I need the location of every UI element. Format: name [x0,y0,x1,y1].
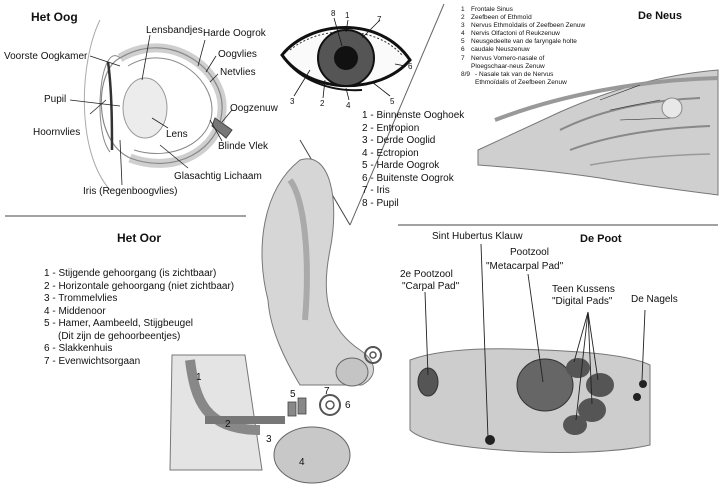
label-carpal-pad: "Carpal Pad" [402,281,460,292]
nose-legend-item: 2 Zeefbeen of Ethmoïd [461,14,585,22]
nose-legend-text: Ploegschaar-neus Zenuw [471,62,545,70]
nose-legend-num [461,63,471,71]
label-iris: Iris (Regenboogvlies) [83,186,178,197]
nose-title: De Neus [638,10,683,22]
label-pootzool: Pootzool [510,247,549,258]
nose-legend-text: - Nasale tak van de Nervus [475,70,554,78]
label-metacarpal-pad: "Metacarpal Pad" [486,261,564,272]
eye-legend-item: 3 - Derde Ooglid [362,135,436,146]
nose-legend-text: Frontale Sinus [471,6,513,13]
ear-legend-item: 1 - Stijgende gehoorgang (is zichtbaar) [44,268,217,279]
nose-legend-num: 3 [461,22,465,30]
eye-legend-item: 1 - Binnenste Ooghoek [362,110,465,121]
nose-legend-item: 5 Neusgedeelte van de faryngale holte [461,38,585,46]
label-hoornvlies: Hoornvlies [33,127,81,138]
ear-marker-3: 3 [266,434,272,445]
label-de-nagels: De Nagels [631,294,678,305]
ear-marker-1: 1 [196,372,202,383]
eye-marker-7: 7 [377,15,382,24]
nose-legend-item: 1 Frontale Sinus [461,6,585,14]
ear-title: Het Oor [117,231,162,245]
label-lensbandjes: Lensbandjes [146,25,203,36]
ear-legend-item: 7 - Evenwichtsorgaan [44,355,141,367]
nose-drawing [477,69,719,196]
divider-nose-left [349,3,445,226]
nose-legend-num [461,79,475,87]
ear-marker-7: 7 [324,386,330,397]
nose-legend-item: 4 Nervis Olfactoni of Reukzenuw [461,30,585,38]
eye-marker-4: 4 [346,101,351,110]
eye-pointer-lines [69,34,233,186]
nose-legend-item: 8/9 - Nasale tak van de Nervus [461,71,585,79]
nose-legend-item: Ethmoïdalis of Zeefbeen Zenuw [461,79,585,87]
label-pupil: Pupil [44,94,67,105]
eye-marker-2: 2 [320,99,325,108]
nose-legend-text: Neusgedeelte van de faryngale holte [471,38,577,46]
label-oogvlies: Oogvlies [218,49,257,60]
nose-legend-num: 5 [461,38,465,46]
eye-legend-item: 2 - Entropion [362,122,420,134]
eye-title: Het Oog [31,10,78,24]
nose-legend-text: Zeefbeen of Ethmoïd [471,14,532,22]
label-lens: Lens [166,129,188,140]
eye-legend-item: 8 - Pupil [362,197,399,209]
nose-legend-num: 8/9 [461,70,471,78]
ear-marker-2: 2 [225,419,231,430]
nose-legend-text: Nervus Vomero-nasale of [471,54,545,62]
nose-legend-num: 6 [461,46,465,54]
eye-legend: 1 - Binnenste Ooghoek 2 - Entropion 3 - … [362,110,464,210]
eye-marker-6: 6 [408,62,413,71]
eye-legend-item: 7 - Iris [362,185,390,196]
nose-legend-num: 7 [461,54,465,62]
eye-marker-3: 3 [290,97,295,106]
nose-legend-text: Ethmoïdalis of Zeefbeen Zenuw [475,78,567,86]
nose-legend-item: 6 caudale Neuszenuw [461,46,585,54]
ear-marker-5: 5 [290,389,296,400]
label-teen-kussens: Teen Kussens [552,284,615,295]
nose-legend-num: 1 [461,6,465,13]
ear-legend-item: 6 - Slakkenhuis [44,343,113,354]
label-glasachtig-lichaam: Glasachtig Lichaam [174,171,262,182]
nose-legend-num: 2 [461,14,465,22]
nose-legend-num: 4 [461,30,465,38]
eye-cross-section [83,19,233,191]
eye-marker-5: 5 [390,97,395,106]
ear-legend-item: 5 - Hamer, Aambeeld, Stijgbeugel [44,318,193,329]
ear-legend: 1 - Stijgende gehoorgang (is zichtbaar) … [44,268,234,368]
ear-drawing [169,158,382,484]
eye-marker-1: 1 [345,11,350,20]
eye-legend-item: 4 - Ectropion [362,147,419,159]
eye-legend-item: 5 - Harde Oogrok [362,160,440,171]
eye-legend-item: 6 - Buitenste Oogrok [362,172,454,184]
paw-drawing [409,243,651,453]
ear-marker-4: 4 [299,457,305,468]
label-netvlies: Netvlies [220,67,256,78]
ear-legend-item: 2 - Horizontale gehoorgang (niet zichtba… [44,280,235,292]
nose-legend-text: Nervus Ethmoïdalis of Zeefbeen Zenuw [471,22,586,30]
nose-legend-item: 3 Nervus Ethmoïdalis of Zeefbeen Zenuw [461,22,585,30]
nose-legend-item: Ploegschaar-neus Zenuw [461,63,585,71]
label-2e-pootzool: 2e Pootzool [400,269,453,280]
label-sint-hubertus-klauw: Sint Hubertus Klauw [432,231,523,242]
label-voorste-oogkamer: Voorste Oogkamer [4,51,88,62]
paw-title: De Poot [580,233,622,245]
label-digital-pads: "Digital Pads" [552,296,613,307]
external-eye-drawing [280,17,412,101]
nose-legend-text: caudale Neuszenuw [471,46,530,54]
nose-legend-text: Nervis Olfactoni of Reukzenuw [471,30,560,38]
label-oogzenuw: Oogzenuw [230,103,278,114]
ear-marker-6: 6 [345,400,351,411]
eye-marker-8: 8 [331,9,336,18]
ear-legend-item: 4 - Middenoor [44,305,106,317]
ear-legend-item: 3 - Trommelvlies [44,293,118,304]
label-blinde-vlek: Blinde Vlek [218,141,269,152]
nose-legend-item: 7 Nervus Vomero-nasale of [461,55,585,63]
ear-legend-item: (Dit zijn de gehoorbeentjes) [58,330,181,342]
label-harde-oogrok: Harde Oogrok [203,28,266,39]
